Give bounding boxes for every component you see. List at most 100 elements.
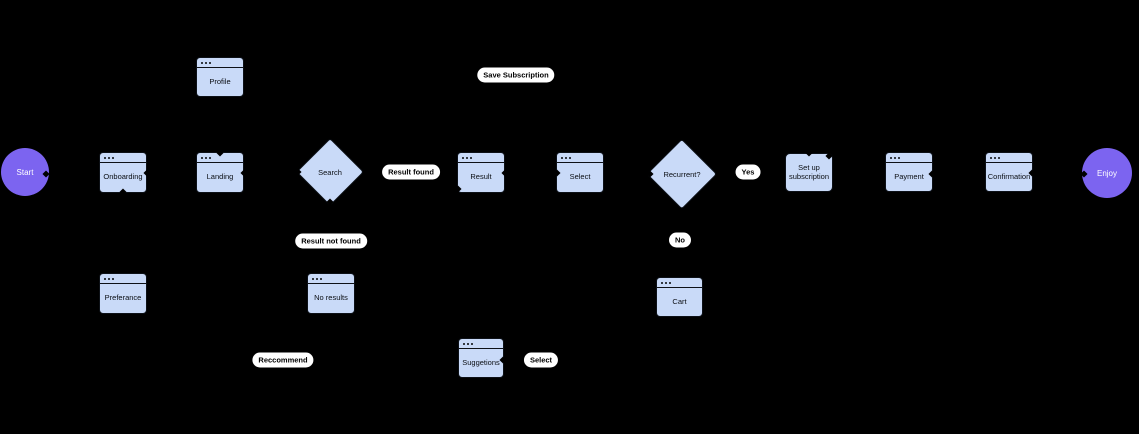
window-body: Confirmation (986, 163, 1032, 191)
window-titlebar (459, 339, 503, 349)
edge-label-result-not-found[interactable]: Result not found (295, 233, 367, 249)
node-label: Recurrent? (663, 169, 701, 179)
node-suggetions[interactable]: Suggetions (458, 338, 504, 378)
window-body: Result (458, 163, 504, 192)
node-no-results[interactable]: No results (307, 273, 355, 314)
dot (565, 156, 567, 159)
node-label: Onboarding (103, 172, 143, 182)
window-body: Landing (197, 163, 243, 192)
node-recurrent[interactable]: Recurrent? (646, 138, 718, 210)
dot (201, 61, 203, 64)
window-dots-icon (890, 156, 900, 159)
dot (462, 156, 464, 159)
dot (998, 156, 1000, 159)
window-dots-icon (104, 156, 114, 159)
window-dots-icon (201, 156, 211, 159)
node-landing[interactable]: Landing (196, 152, 244, 193)
node-label: Profile (209, 76, 231, 86)
node-select[interactable]: Select (556, 152, 604, 193)
dot (669, 281, 671, 284)
dot (569, 156, 571, 159)
dot (661, 281, 663, 284)
node-label: Search (318, 167, 342, 177)
node-preferance[interactable]: Preferance (99, 273, 147, 314)
edge-label-select[interactable]: Select (523, 352, 559, 368)
dot (104, 156, 106, 159)
node-result[interactable]: Result (457, 152, 505, 193)
dot (209, 61, 211, 64)
window-body: Profile (197, 68, 243, 96)
window-titlebar (657, 278, 702, 288)
window-titlebar (458, 153, 504, 163)
node-label: Result (470, 172, 492, 182)
node-label: Cart (672, 296, 687, 306)
window-dots-icon (561, 156, 571, 159)
node-confirmation[interactable]: Confirmation (985, 152, 1033, 192)
dot (312, 277, 314, 280)
window-titlebar (100, 153, 146, 163)
edge-label-no[interactable]: No (669, 232, 691, 248)
node-payment[interactable]: Payment (885, 152, 933, 192)
dot (990, 156, 992, 159)
window-dots-icon (463, 342, 473, 345)
window-body: Cart (657, 288, 702, 316)
window-titlebar (100, 274, 146, 284)
window-body: Onboarding (100, 163, 146, 192)
window-body: Payment (886, 163, 932, 191)
dot (994, 156, 996, 159)
node-label: Landing (206, 172, 234, 182)
edge-label-yes[interactable]: Yes (735, 164, 761, 180)
window-body: Select (557, 163, 603, 192)
window-dots-icon (104, 277, 114, 280)
dot (112, 156, 114, 159)
node-label: Select (569, 172, 591, 182)
node-start[interactable]: Start (1, 148, 49, 196)
window-titlebar (986, 153, 1032, 163)
window-dots-icon (312, 277, 322, 280)
node-setup-subscription[interactable]: Set up subscription (785, 153, 833, 192)
dot (470, 156, 472, 159)
dot (112, 277, 114, 280)
window-titlebar (197, 58, 243, 68)
dot (561, 156, 563, 159)
node-label: Preferance (104, 293, 142, 303)
window-titlebar (886, 153, 932, 163)
edge-label-reccommend[interactable]: Reccommend (252, 352, 314, 368)
node-cart[interactable]: Cart (656, 277, 703, 317)
node-search[interactable]: Search (295, 137, 365, 207)
dot (316, 277, 318, 280)
node-profile[interactable]: Profile (196, 57, 244, 97)
node-onboarding[interactable]: Onboarding (99, 152, 147, 193)
dot (665, 281, 667, 284)
dot (898, 156, 900, 159)
node-label: Payment (894, 171, 924, 181)
dot (463, 342, 465, 345)
dot (894, 156, 896, 159)
node-enjoy[interactable]: Enjoy (1082, 148, 1132, 198)
dot (467, 342, 469, 345)
dot (108, 156, 110, 159)
window-titlebar (197, 153, 243, 163)
window-body: Suggetions (459, 349, 503, 377)
dot (104, 277, 106, 280)
node-label: Set up subscription (788, 162, 830, 181)
edge-label-save-subscription[interactable]: Save Subscription (477, 67, 555, 83)
window-dots-icon (201, 61, 211, 64)
edge-label-result-found[interactable]: Result found (382, 164, 440, 180)
window-titlebar (557, 153, 603, 163)
dot (108, 277, 110, 280)
window-body: Preferance (100, 284, 146, 313)
dot (466, 156, 468, 159)
node-label: Suggetions (462, 357, 500, 367)
dot (209, 156, 211, 159)
dot (320, 277, 322, 280)
dot (890, 156, 892, 159)
window-body: No results (308, 284, 354, 313)
dot (205, 61, 207, 64)
window-titlebar (308, 274, 354, 284)
window-dots-icon (661, 281, 671, 284)
window-dots-icon (990, 156, 1000, 159)
window-dots-icon (462, 156, 472, 159)
dot (205, 156, 207, 159)
